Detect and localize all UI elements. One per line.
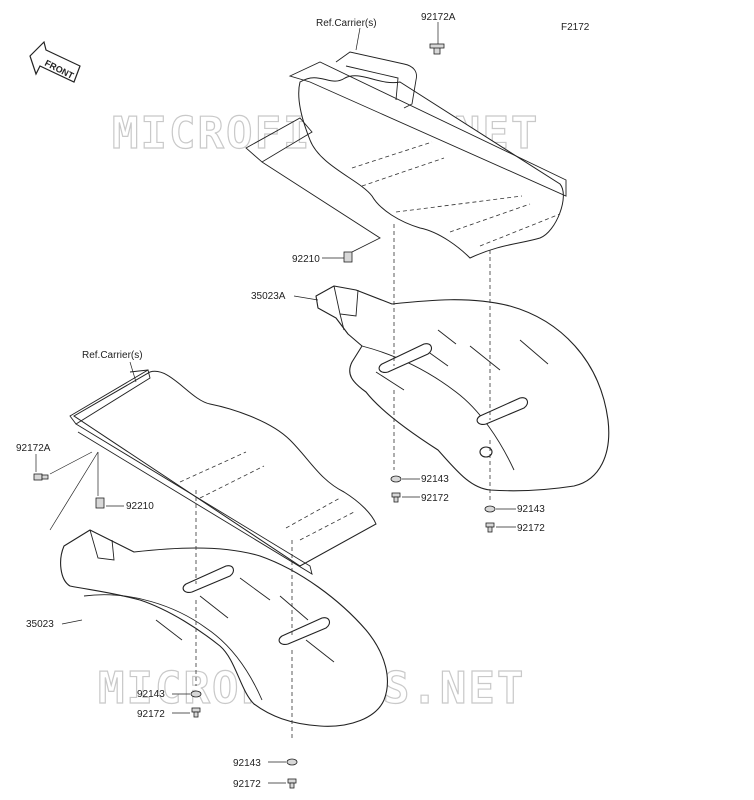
label-ref-carrier-lower: Ref.Carrier(s) xyxy=(82,350,143,361)
label-92172-upper-left: 92172 xyxy=(421,493,449,504)
washer-92143-upper-left-icon xyxy=(390,475,402,483)
label-92210-lower: 92210 xyxy=(126,501,154,512)
washer-92143-upper-right-icon xyxy=(484,505,496,513)
label-92143-upper-left: 92143 xyxy=(421,474,449,485)
bolt-92172-lower-right-icon xyxy=(287,778,297,789)
bolt-92172-lower-left-icon xyxy=(191,707,201,718)
label-92143-lower-right: 92143 xyxy=(233,758,261,769)
bolt-92172A-upper-icon xyxy=(429,43,445,55)
label-35023: 35023 xyxy=(26,619,54,630)
washer-92143-lower-right-icon xyxy=(286,758,298,766)
washer-92143-lower-left-icon xyxy=(190,690,202,698)
label-92210-upper: 92210 xyxy=(292,254,320,265)
clip-92210-lower-icon xyxy=(95,497,105,509)
upper-fender-35023A xyxy=(315,285,610,492)
figure-code: F2172 xyxy=(561,22,590,33)
label-92172-upper-right: 92172 xyxy=(517,523,545,534)
front-arrow-icon: FRONT xyxy=(29,40,81,83)
label-92172A-upper: 92172A xyxy=(421,12,456,23)
label-92172-lower-right: 92172 xyxy=(233,779,261,790)
label-35023A: 35023A xyxy=(251,291,286,302)
bolt-92172-upper-right-icon xyxy=(485,522,495,533)
bolt-92172-upper-left-icon xyxy=(391,492,401,503)
label-92172A-lower: 92172A xyxy=(16,443,51,454)
lower-fender-35023 xyxy=(60,529,388,727)
lower-carrier-reference xyxy=(69,369,377,575)
clip-92210-upper-icon xyxy=(343,251,353,263)
upper-carrier-reference xyxy=(245,51,567,259)
label-92172-lower-left: 92172 xyxy=(137,709,165,720)
label-ref-carrier-upper: Ref.Carrier(s) xyxy=(316,18,377,29)
bolt-92172A-lower-icon xyxy=(33,473,49,481)
label-92143-lower-left: 92143 xyxy=(137,689,165,700)
label-92143-upper-right: 92143 xyxy=(517,504,545,515)
